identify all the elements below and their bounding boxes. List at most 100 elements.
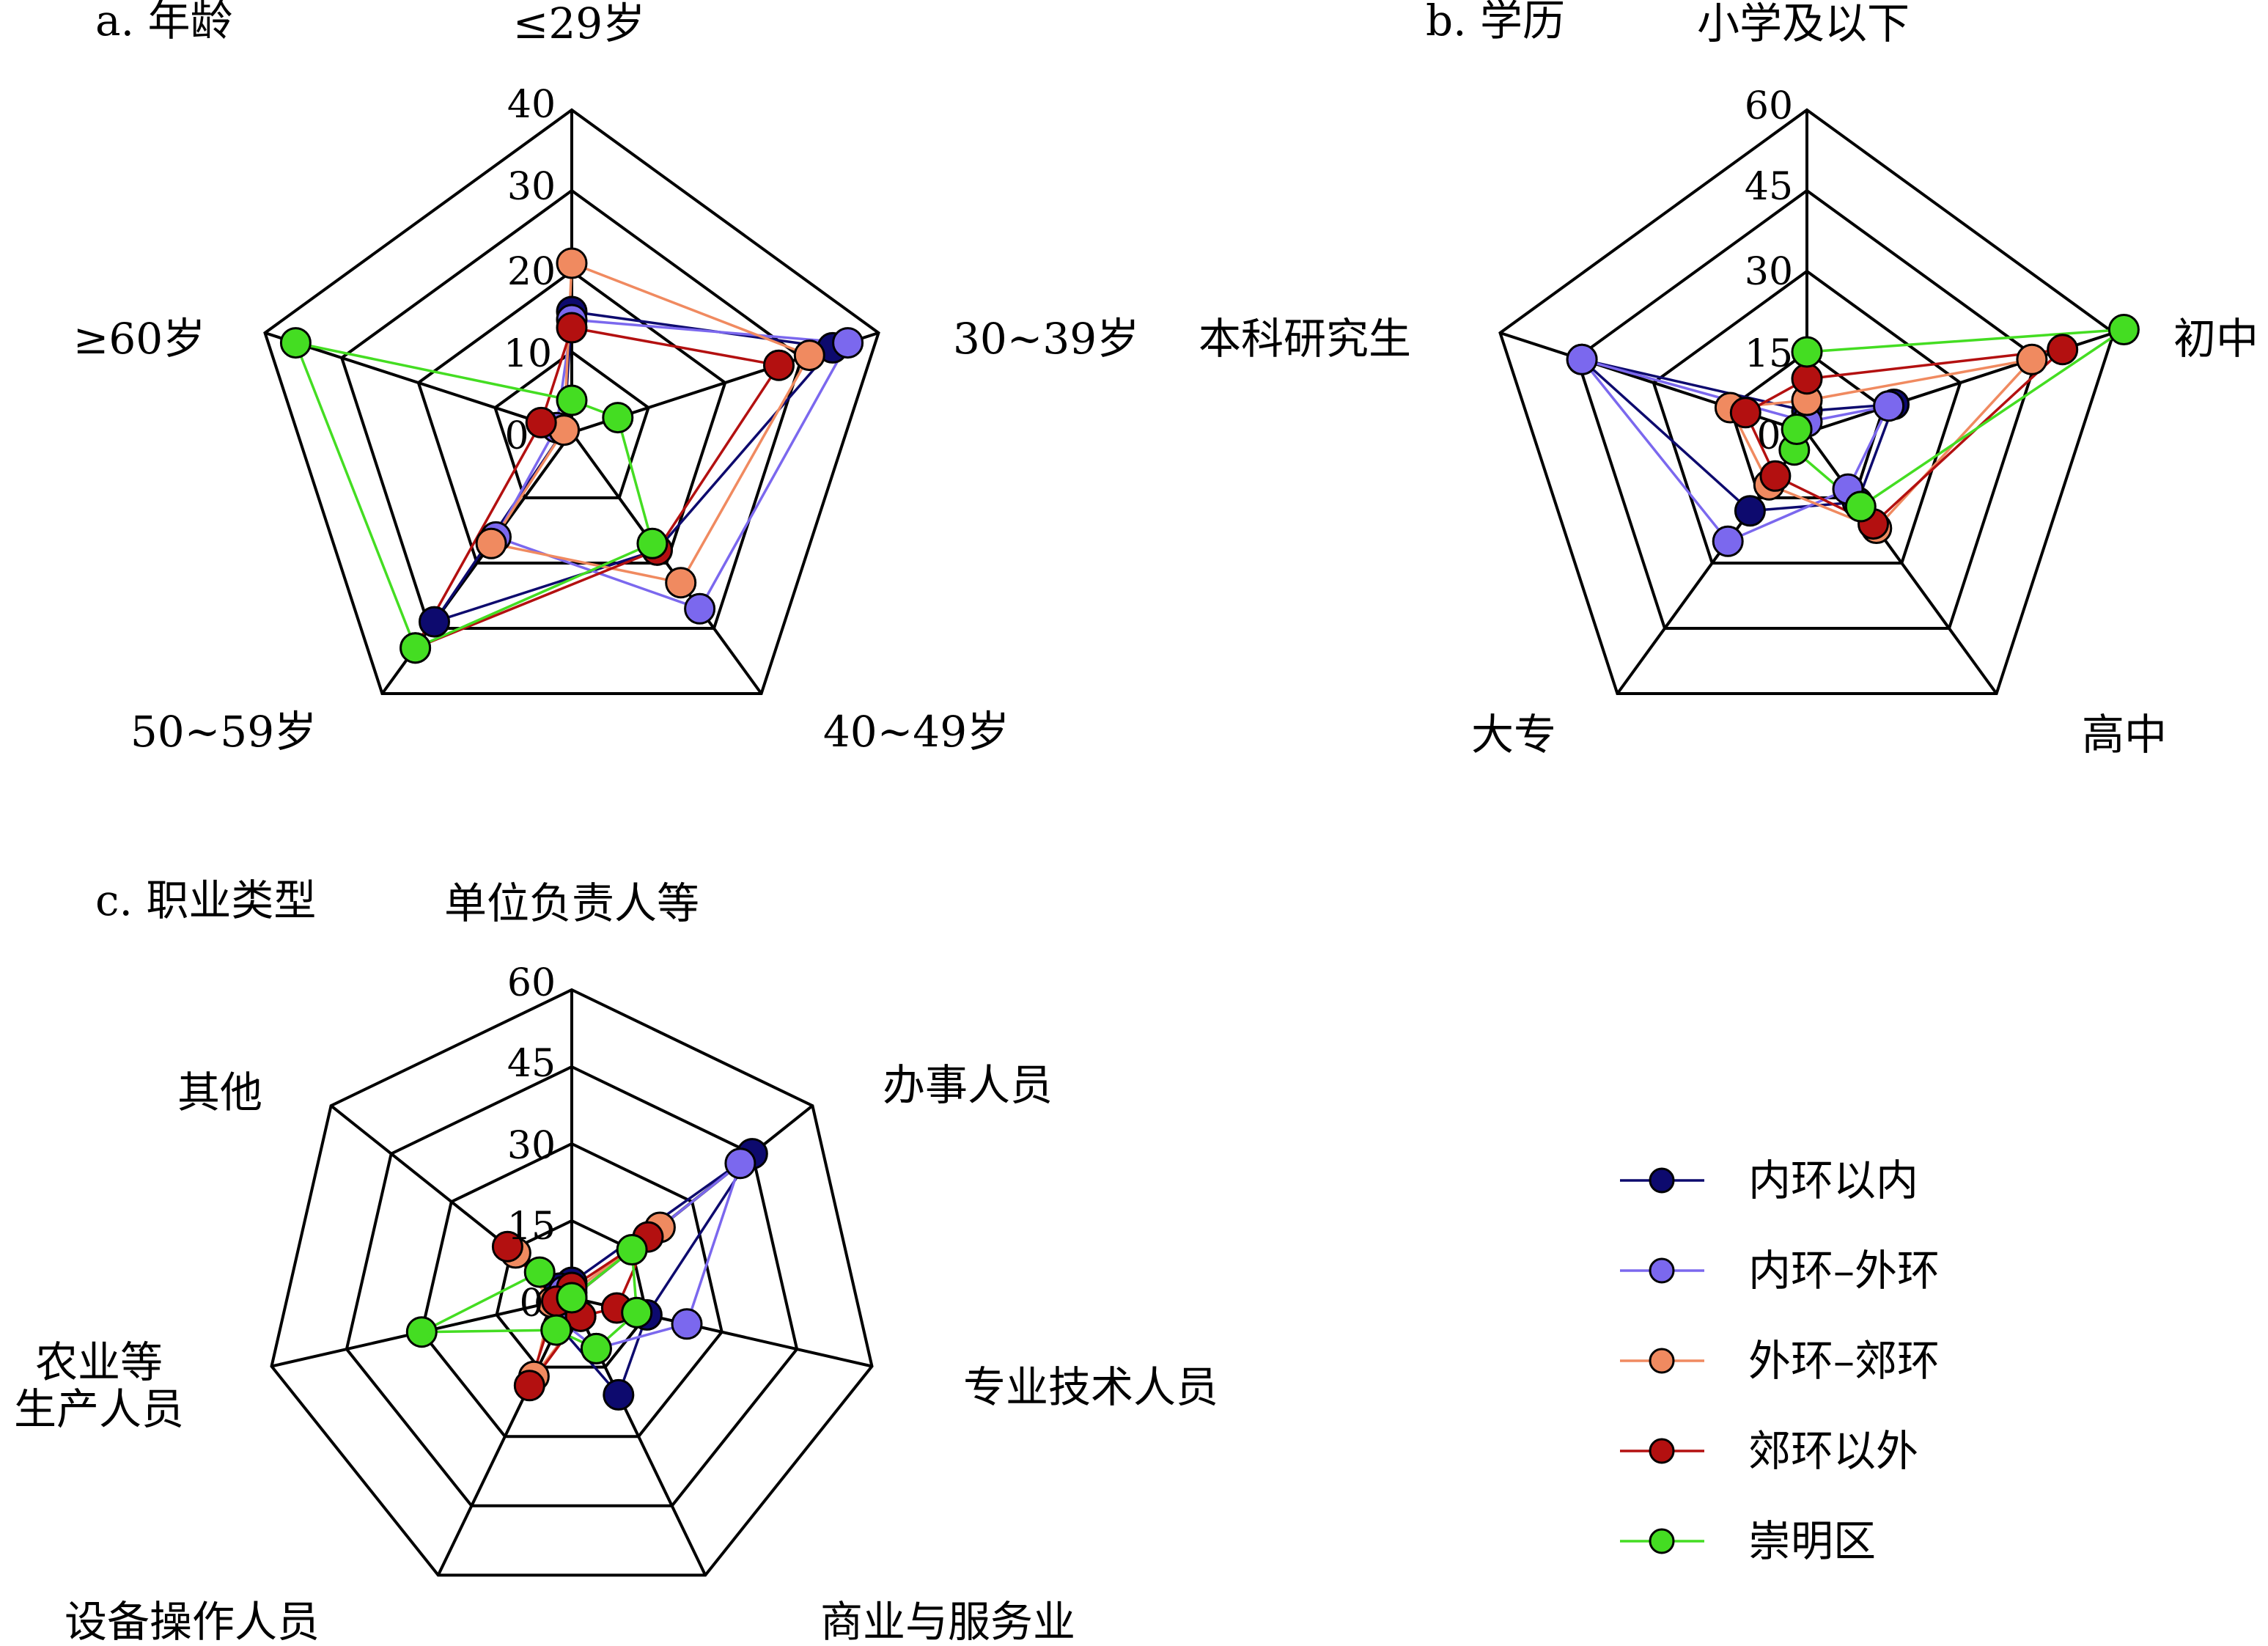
tick-label: 20 xyxy=(507,250,556,294)
data-point xyxy=(556,1282,588,1314)
grid-ring xyxy=(1575,188,2039,630)
grid-ring xyxy=(1498,108,2116,695)
data-point xyxy=(405,1316,438,1348)
data-point xyxy=(616,1234,648,1265)
data-point xyxy=(279,327,312,359)
data-point xyxy=(556,247,588,279)
data-point xyxy=(525,406,557,438)
data-point xyxy=(556,384,588,416)
axis-label: 办事人员 xyxy=(883,1060,1053,1110)
data-point xyxy=(724,1147,756,1180)
data-point xyxy=(602,402,634,434)
legend-label: 外环–郊环 xyxy=(1748,1336,1940,1386)
axis-label: 40~49岁 xyxy=(823,707,1009,757)
axis-label: 单位负责人等 xyxy=(444,878,699,928)
data-point xyxy=(684,592,716,625)
data-point xyxy=(540,1314,572,1346)
data-point xyxy=(763,349,795,381)
series-line-3 xyxy=(413,326,781,650)
tick-label: 15 xyxy=(507,1205,556,1249)
data-point xyxy=(2016,343,2048,375)
axis-label: 初中 xyxy=(2173,314,2258,364)
data-point xyxy=(491,1230,523,1263)
data-point xyxy=(832,327,864,359)
tick-label: 0 xyxy=(504,414,529,458)
tick-label: 60 xyxy=(507,961,556,1005)
data-point xyxy=(475,527,507,559)
axis-label: 30~39岁 xyxy=(953,314,1139,364)
legend-marker xyxy=(1649,1257,1675,1284)
data-point xyxy=(513,1370,545,1402)
data-point xyxy=(556,312,588,344)
legend-item: 内环–外环 xyxy=(1620,1246,1940,1296)
tick-label: 30 xyxy=(507,1124,556,1168)
data-point xyxy=(1781,414,1813,445)
data-point xyxy=(1712,525,1744,557)
axis-label: 专业技术人员 xyxy=(963,1362,1218,1412)
legend-marker xyxy=(1649,1167,1675,1194)
axis-label: 商业与服务业 xyxy=(820,1597,1075,1646)
series-group xyxy=(405,1138,768,1411)
legend-item: 外环–郊环 xyxy=(1620,1336,1940,1386)
axis-label: 农业等 xyxy=(35,1337,163,1387)
panel-title: b. 学历 xyxy=(1426,0,1565,45)
axis-label: ≥60岁 xyxy=(73,314,205,364)
data-point xyxy=(1791,363,1823,395)
legend-item: 内环以内 xyxy=(1620,1155,1918,1205)
axis-label: ≤29岁 xyxy=(513,0,645,48)
axis-spoke xyxy=(1805,431,1998,695)
axis-label: 设备操作人员 xyxy=(65,1597,320,1646)
data-point xyxy=(671,1308,703,1340)
legend-label: 崇明区 xyxy=(1748,1516,1876,1566)
axis-label: 小学及以下 xyxy=(1697,0,1910,48)
axis-label: 生产人员 xyxy=(14,1384,184,1434)
legend-label: 内环–外环 xyxy=(1748,1246,1940,1296)
data-point xyxy=(2107,314,2140,345)
axis-label: 本科研究生 xyxy=(1199,314,1411,364)
series-group xyxy=(279,247,864,664)
data-point xyxy=(1729,397,1761,429)
tick-label: 45 xyxy=(507,1042,556,1086)
legend-label: 内环以内 xyxy=(1748,1155,1918,1205)
axis-spoke xyxy=(570,431,763,695)
axis-spoke xyxy=(264,331,572,434)
data-point xyxy=(636,527,669,559)
data-point xyxy=(1566,343,1598,375)
grid-ring xyxy=(345,1065,799,1507)
legend-marker xyxy=(1649,1348,1675,1374)
tick-label: 30 xyxy=(1745,250,1793,294)
data-point xyxy=(621,1296,653,1329)
data-point xyxy=(2047,334,2079,366)
series-group xyxy=(1566,314,2140,557)
legend-item: 崇明区 xyxy=(1620,1516,1876,1566)
panel-title: c. 职业类型 xyxy=(95,875,316,925)
legend-label: 郊环以外 xyxy=(1748,1426,1918,1476)
tick-label: 30 xyxy=(507,165,556,209)
data-point xyxy=(1873,390,1905,422)
axis-label: 其他 xyxy=(177,1068,262,1117)
data-point xyxy=(580,1332,612,1364)
radar-panel-c: 015304560单位负责人等办事人员专业技术人员商业与服务业设备操作人员农业等… xyxy=(14,875,1218,1646)
data-point xyxy=(419,606,450,638)
data-point xyxy=(603,1378,635,1411)
legend-item: 郊环以外 xyxy=(1620,1426,1918,1476)
tick-label: 15 xyxy=(1745,332,1793,376)
data-point xyxy=(1759,460,1792,492)
grid-ring xyxy=(420,1142,724,1439)
axis-label: 大专 xyxy=(1471,710,1556,760)
tick-label: 0 xyxy=(1756,414,1781,458)
data-point xyxy=(523,1256,556,1288)
data-point xyxy=(793,339,825,372)
tick-label: 10 xyxy=(504,332,552,376)
data-point xyxy=(665,567,697,599)
series-line-4 xyxy=(294,341,654,650)
legend-marker xyxy=(1649,1438,1675,1464)
data-point xyxy=(1791,336,1823,368)
tick-label: 60 xyxy=(1745,84,1793,128)
axis-label: 50~59岁 xyxy=(130,707,317,757)
legend-marker xyxy=(1649,1528,1675,1554)
